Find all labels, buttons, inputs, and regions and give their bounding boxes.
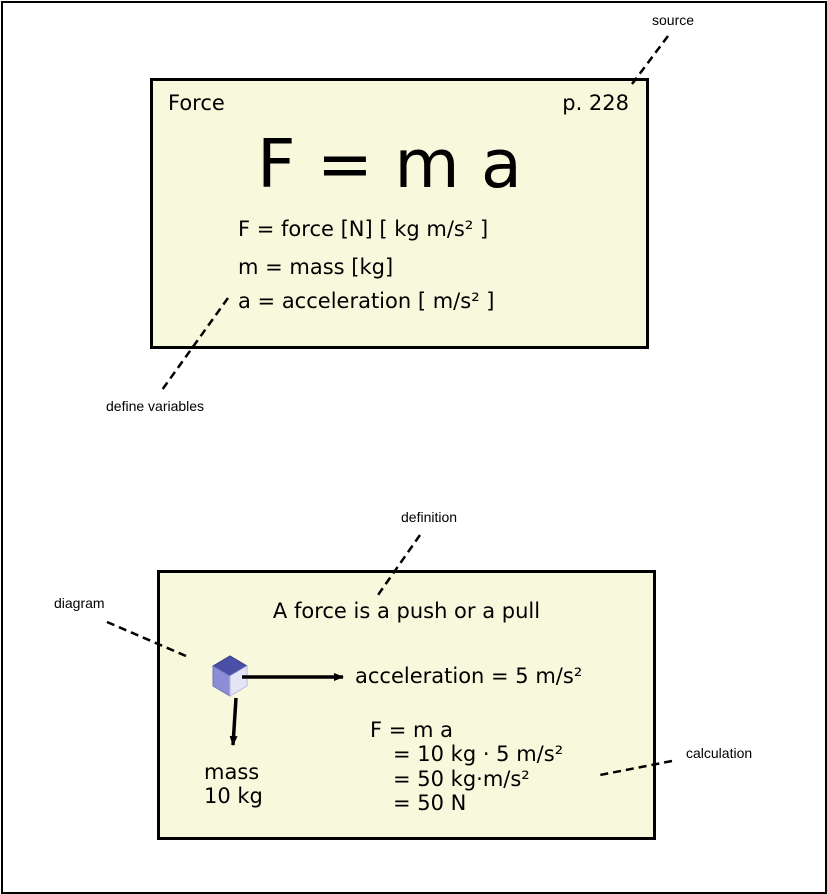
diagram-annotation: diagram [54,595,105,611]
main-equation: F = m a [257,125,522,203]
calculation-leader-line [599,759,673,777]
calculation-line: = 50 N [393,791,467,815]
calculation-line: = 50 kg·m/s² [393,767,530,791]
example-card: A force is a push or a pull acceleration… [157,570,656,840]
definition-text: A force is a push or a pull [272,599,541,623]
card-topic: Force [168,91,225,115]
definition-leader-line [376,534,422,596]
acceleration-label: acceleration = 5 m/s² [355,664,583,688]
mass-arrow-icon [229,697,238,746]
source-leader-line [628,35,669,89]
variable-definition: a = acceleration [ m/s² ] [238,289,495,313]
variable-definition: m = mass [kg] [238,255,394,279]
define-variables-leader-line [160,297,230,391]
diagram-leader-line [106,620,187,658]
formula-card: Force p. 228 F = m a F = force [N] [ kg … [150,78,649,349]
definition-annotation: definition [401,509,458,525]
cube-icon [212,655,248,697]
variable-definition: F = force [N] [ kg m/s² ] [238,217,489,241]
card-page-reference: p. 228 [562,91,629,115]
define-variables-annotation: define variables [106,398,205,414]
mass-label: mass [204,760,260,784]
calculation-line: = 10 kg · 5 m/s² [393,742,564,766]
source-annotation: source [652,12,695,28]
calculation-annotation: calculation [686,745,753,761]
calculation-line: F = m a [370,718,454,742]
mass-value: 10 kg [204,784,263,808]
